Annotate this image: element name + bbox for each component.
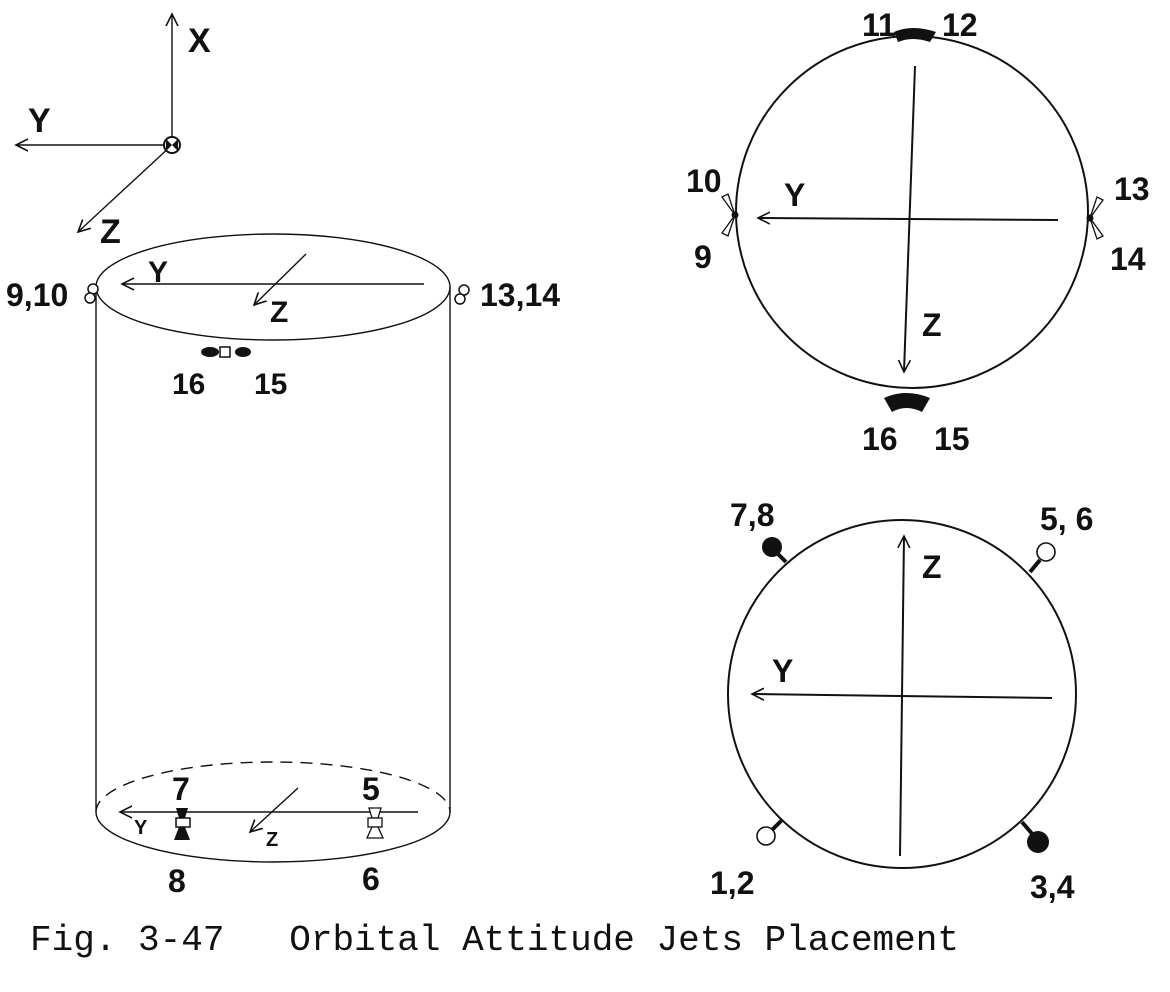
bottom-y-label: Y (134, 817, 148, 839)
jet-9-10-icon (84, 283, 99, 304)
jet-13-14-icon (454, 284, 470, 305)
top-y-label: Y (148, 256, 168, 289)
jet-9-10-top-view-icon (721, 193, 739, 237)
cylinder-bottom-front (95, 811, 451, 863)
bottom-view-z-arrow (900, 536, 904, 857)
label-jet-6: 6 (362, 861, 380, 897)
label-jet-11: 11 (862, 7, 896, 43)
origin-x-mark (166, 139, 178, 151)
top-view-z-label: Z (922, 307, 942, 343)
label-top-jet-15: 15 (934, 421, 970, 457)
jet-3-4-bottom-view-icon (1027, 831, 1049, 853)
jet-7-8-bottom-view-icon (762, 537, 782, 557)
jet-7-8-icon (174, 808, 191, 840)
label-jets-5-6: 5, 6 (1040, 501, 1093, 537)
jet-1-2-mount (770, 818, 784, 832)
bottom-z-label: Z (266, 829, 278, 851)
jet-11-12-icon (894, 28, 936, 42)
z-axis-arrow (78, 144, 173, 232)
jet-13-14-top-view-icon (1086, 196, 1104, 240)
label-jet-14: 14 (1110, 241, 1146, 277)
label-jets-13-14: 13,14 (480, 277, 560, 313)
label-jet-15: 15 (254, 368, 287, 401)
label-jet-12: 12 (942, 7, 978, 43)
label-jets-3-4: 3,4 (1030, 869, 1075, 905)
label-jets-1-2: 1,2 (710, 865, 754, 901)
top-view-y-label: Y (784, 177, 805, 213)
reference-axes: X Y Z (16, 14, 211, 251)
bottom-view-z-label: Z (922, 549, 942, 585)
bottom-end-view: Y Z 7,8 5, 6 1,2 3,4 (710, 497, 1093, 905)
label-top-jet-16: 16 (862, 421, 898, 457)
bottom-view-circle (727, 519, 1077, 869)
label-jet-10: 10 (686, 163, 722, 199)
axis-label-y: Y (28, 102, 51, 140)
label-jets-9-10: 9,10 (6, 277, 68, 313)
jet-15-16-top-view-icon (884, 393, 930, 412)
axis-label-x: X (188, 22, 211, 60)
top-z-label: Z (270, 296, 288, 329)
bottom-z-arrow (250, 787, 299, 832)
label-jet-7: 7 (172, 771, 190, 807)
top-z-arrow (254, 253, 307, 305)
label-jet-8: 8 (168, 863, 186, 899)
top-view-z-arrow (904, 65, 916, 372)
jet-5-6-icon (365, 807, 385, 839)
label-jet-16: 16 (172, 368, 205, 401)
axis-label-z: Z (100, 213, 121, 251)
label-jet-5: 5 (362, 771, 380, 807)
top-end-view: Y Z 11 12 16 15 10 9 13 14 (686, 7, 1150, 457)
cylinder-bottom-back (95, 761, 451, 813)
bottom-view-y-label: Y (772, 653, 793, 689)
cylinder-view: Y Z 9,10 13,14 16 15 Y Z (6, 233, 560, 899)
jet-5-6-bottom-view-icon (1036, 542, 1056, 562)
jet-1-2-bottom-view-icon (756, 826, 776, 846)
label-jet-9: 9 (694, 239, 712, 275)
top-view-y-arrow (758, 218, 1059, 220)
label-jets-7-8: 7,8 (730, 497, 774, 533)
label-jet-13: 13 (1114, 171, 1150, 207)
jet-15-16-icon (201, 346, 251, 358)
figure-number: Fig. 3-47 (30, 920, 225, 961)
figure-caption: Fig. 3-47 Orbital Attitude Jets Placemen… (30, 920, 959, 961)
jet-5-6-mount (1028, 558, 1042, 574)
figure-title: Orbital Attitude Jets Placement (289, 920, 959, 961)
